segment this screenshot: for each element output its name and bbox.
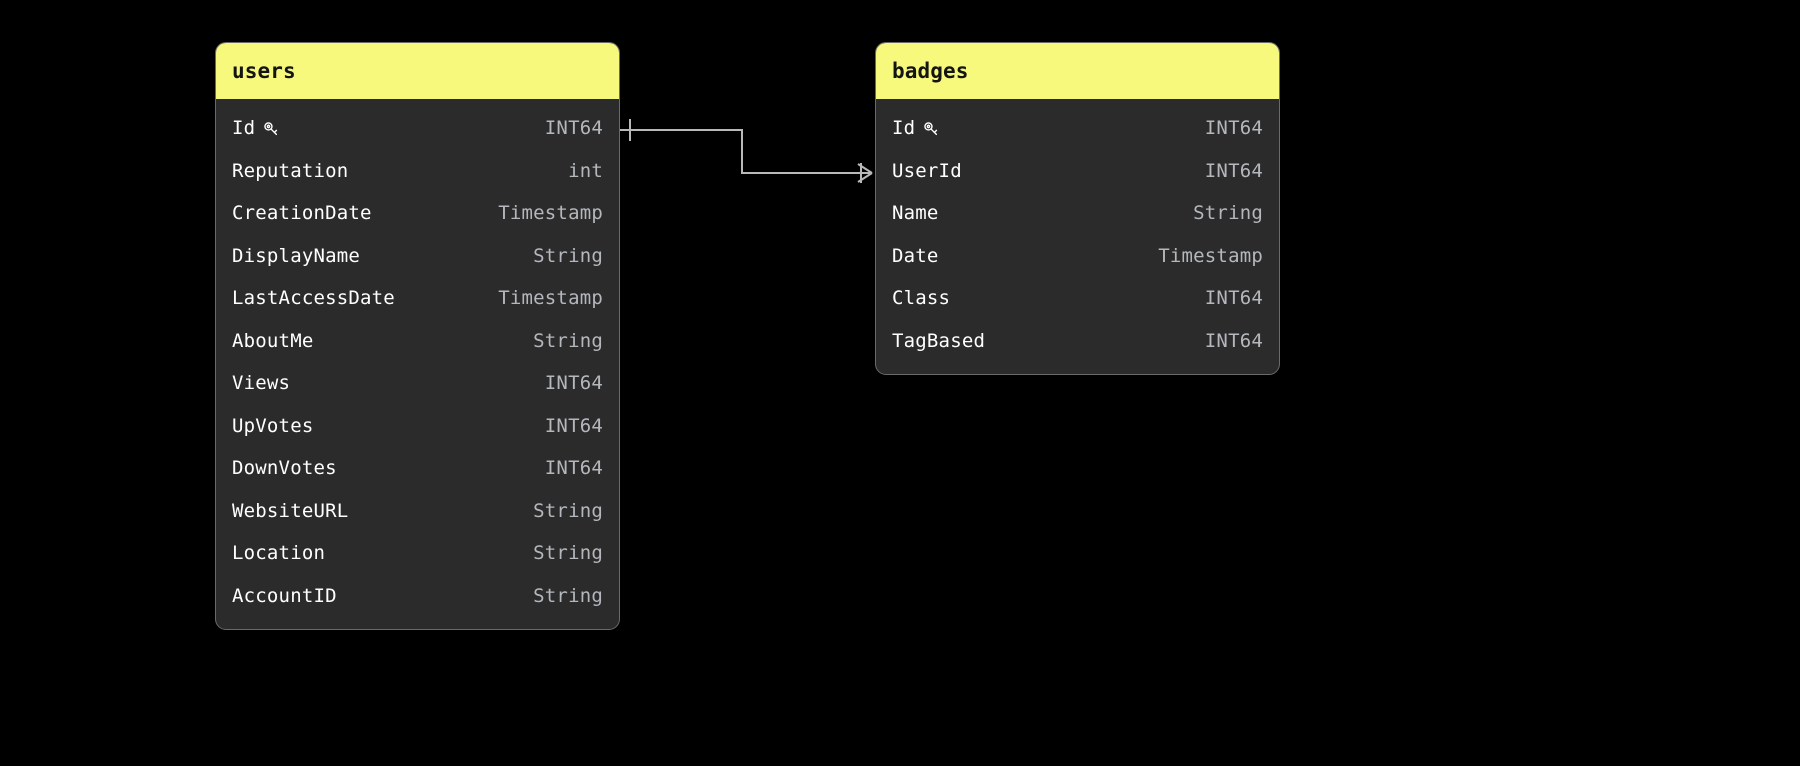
- table-row[interactable]: Views INT64: [216, 362, 619, 405]
- table-row[interactable]: Reputation int: [216, 150, 619, 193]
- field-type: int: [568, 159, 603, 182]
- field-name: Name: [892, 202, 939, 225]
- entity-fields-users: Id INT64 Reput: [216, 99, 619, 629]
- key-icon: [922, 120, 941, 139]
- field-type: INT64: [544, 414, 603, 437]
- table-row[interactable]: Date Timestamp: [876, 235, 1279, 278]
- field-type: String: [533, 584, 603, 607]
- field-name: UserId: [892, 159, 962, 182]
- field-type: String: [1193, 202, 1263, 225]
- table-row[interactable]: Id INT64: [876, 107, 1279, 150]
- entity-badges[interactable]: badges Id: [875, 42, 1280, 375]
- field-type: String: [533, 244, 603, 267]
- field-name: Location: [232, 542, 326, 565]
- relationship-users-badges: [620, 119, 873, 183]
- table-row[interactable]: DownVotes INT64: [216, 447, 619, 490]
- field-type: String: [533, 499, 603, 522]
- field-type: Timestamp: [498, 202, 603, 225]
- field-type: INT64: [1204, 117, 1263, 140]
- field-name: Views: [232, 372, 291, 395]
- field-type: INT64: [544, 117, 603, 140]
- key-icon: [262, 120, 281, 139]
- table-row[interactable]: TagBased INT64: [876, 320, 1279, 363]
- entity-title-badges: badges: [876, 43, 1279, 99]
- field-name: CreationDate: [232, 202, 372, 225]
- table-row[interactable]: Name String: [876, 192, 1279, 235]
- table-row[interactable]: LastAccessDate Timestamp: [216, 277, 619, 320]
- table-row[interactable]: WebsiteURL String: [216, 490, 619, 533]
- field-name: Reputation: [232, 159, 349, 182]
- table-row[interactable]: Class INT64: [876, 277, 1279, 320]
- field-name: DownVotes: [232, 457, 337, 480]
- table-row[interactable]: Id INT64: [216, 107, 619, 150]
- field-type: INT64: [544, 457, 603, 480]
- field-name: Class: [892, 287, 951, 310]
- field-name: TagBased: [892, 329, 986, 352]
- field-name: Id: [232, 117, 281, 139]
- field-type: Timestamp: [1158, 244, 1263, 267]
- table-row[interactable]: UpVotes INT64: [216, 405, 619, 448]
- table-row[interactable]: DisplayName String: [216, 235, 619, 278]
- field-type: String: [533, 542, 603, 565]
- field-name: LastAccessDate: [232, 287, 395, 310]
- entity-fields-badges: Id INT64 UserI: [876, 99, 1279, 374]
- field-name: Id: [892, 117, 941, 139]
- field-type: INT64: [1204, 329, 1263, 352]
- field-type: INT64: [1204, 159, 1263, 182]
- field-name: UpVotes: [232, 414, 314, 437]
- field-type: INT64: [1204, 287, 1263, 310]
- field-name: WebsiteURL: [232, 499, 349, 522]
- table-row[interactable]: CreationDate Timestamp: [216, 192, 619, 235]
- field-name: DisplayName: [232, 244, 361, 267]
- field-type: INT64: [544, 372, 603, 395]
- table-row[interactable]: AboutMe String: [216, 320, 619, 363]
- field-type: String: [533, 329, 603, 352]
- table-row[interactable]: UserId INT64: [876, 150, 1279, 193]
- field-type: Timestamp: [498, 287, 603, 310]
- entity-title-users: users: [216, 43, 619, 99]
- field-name: Date: [892, 244, 939, 267]
- entity-users[interactable]: users Id: [215, 42, 620, 630]
- table-row[interactable]: Location String: [216, 532, 619, 575]
- table-row[interactable]: AccountID String: [216, 575, 619, 618]
- cardinality-many-marker: [857, 163, 873, 183]
- field-name: AboutMe: [232, 329, 314, 352]
- relationship-line: [620, 129, 872, 174]
- field-name: AccountID: [232, 584, 337, 607]
